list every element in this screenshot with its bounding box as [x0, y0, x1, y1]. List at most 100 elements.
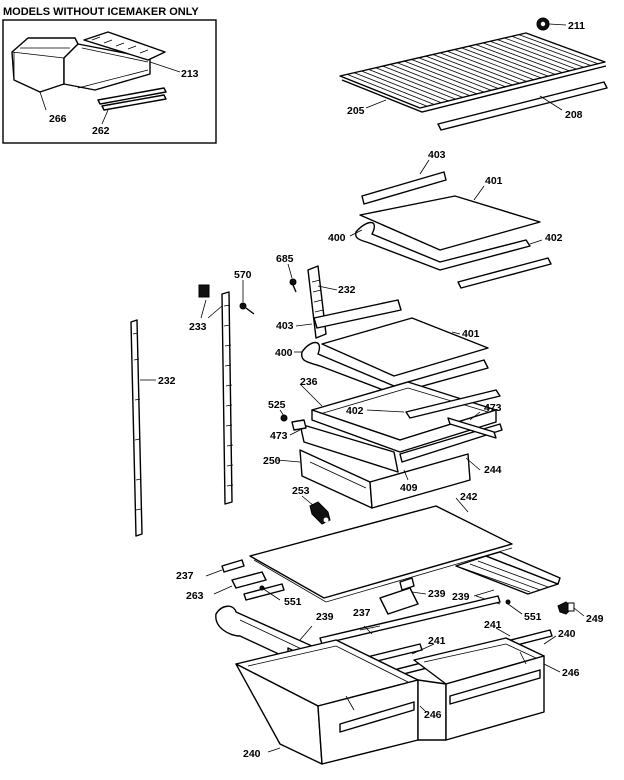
- label-208: 208: [565, 109, 583, 121]
- wire-rod: [432, 54, 513, 86]
- label-266: 266: [49, 113, 67, 125]
- part-screw-570: [239, 302, 255, 315]
- part-crisper-cover-402: [405, 389, 501, 419]
- label-232-center: 232: [338, 284, 356, 296]
- label-253: 253: [292, 485, 310, 497]
- label-402-lower: 402: [346, 405, 364, 417]
- wire-rod: [397, 62, 478, 95]
- label-551-left: 551: [284, 596, 302, 608]
- label-525: 525: [268, 399, 286, 411]
- label-401-lower: 401: [462, 328, 480, 340]
- part-slides-473: [291, 417, 497, 439]
- label-240-right: 240: [558, 628, 576, 640]
- label-570: 570: [234, 269, 252, 281]
- label-409: 409: [400, 482, 418, 494]
- label-211: 211: [568, 20, 585, 32]
- wire-rod: [375, 67, 456, 100]
- part-shelf-frame-upper: [355, 171, 552, 289]
- part-right-slide-assy: [455, 551, 561, 595]
- part-clip-253: [309, 501, 331, 525]
- wire-rod: [504, 37, 584, 68]
- part-ice-tray: [83, 31, 166, 61]
- part-crisper-frame-236: [299, 381, 503, 473]
- label-239-right: 239: [452, 591, 470, 603]
- part-bumper-211: [536, 17, 550, 31]
- part-glass-shelf-242: [249, 505, 513, 603]
- part-crisper-drawer-right: [413, 637, 545, 741]
- wire-rod: [382, 65, 463, 98]
- part-rail-237-center: [319, 595, 501, 645]
- label-685: 685: [276, 253, 294, 265]
- wire-rod: [468, 45, 549, 77]
- label-241-right: 241: [484, 619, 502, 631]
- label-551-right: 551: [524, 611, 542, 623]
- label-237-left: 237: [176, 570, 194, 582]
- part-drawer-front-250: [299, 449, 471, 509]
- label-237-center: 237: [353, 607, 371, 619]
- label-246-right: 246: [562, 667, 580, 679]
- wire-rod: [404, 60, 485, 93]
- label-232-left: 232: [158, 375, 176, 387]
- wire-rod: [447, 50, 527, 82]
- part-crisper-drawer-left: [235, 639, 419, 765]
- wire-rod: [497, 39, 577, 70]
- label-241-left: 241: [428, 635, 446, 647]
- part-slide-262: [97, 87, 167, 111]
- wire-rod: [418, 57, 499, 89]
- wire-rod: [518, 34, 599, 65]
- label-250: 250: [263, 455, 281, 467]
- label-401-upper: 401: [485, 175, 503, 187]
- label-403-lower: 403: [276, 320, 294, 332]
- label-403-upper: 403: [428, 149, 446, 161]
- wire-rod: [475, 44, 556, 75]
- label-213: 213: [181, 68, 199, 80]
- label-263: 263: [186, 590, 204, 602]
- label-239-left: 239: [316, 611, 334, 623]
- part-clip-233: [198, 284, 210, 298]
- label-262: 262: [92, 125, 110, 137]
- wire-rod: [425, 55, 506, 88]
- header-title: MODELS WITHOUT ICEMAKER ONLY: [3, 6, 199, 18]
- inset-no-icemaker: [2, 19, 217, 144]
- part-center-bracket-239: [379, 577, 419, 615]
- label-400-lower: 400: [275, 347, 293, 359]
- label-400-upper: 400: [328, 232, 346, 244]
- label-473-left: 473: [270, 430, 288, 442]
- wire-rod: [461, 47, 542, 79]
- part-pin-551-right: [505, 599, 511, 605]
- wire-rod: [354, 72, 435, 105]
- wire-rod: [347, 73, 428, 107]
- part-shelf-frame-lower: [301, 299, 489, 395]
- part-screw-685: [289, 278, 297, 293]
- part-labels: 211 213 266 262 205 208 403 401 400 402 …: [49, 20, 604, 760]
- label-239-center: 239: [428, 588, 446, 600]
- part-cover-support-237-left: [221, 559, 285, 601]
- label-242: 242: [460, 491, 478, 503]
- wire-rod: [389, 64, 470, 96]
- label-249: 249: [586, 613, 604, 625]
- label-244: 244: [484, 464, 502, 476]
- label-233: 233: [189, 321, 207, 333]
- part-shelf-ladder-232-left: [130, 319, 143, 537]
- part-shelf-ladder-233: [221, 291, 234, 505]
- label-246-left: 246: [424, 709, 442, 721]
- wire-rod: [361, 70, 442, 104]
- label-240-left: 240: [243, 748, 261, 760]
- label-402-upper: 402: [545, 232, 563, 244]
- inset-frame: [2, 19, 217, 144]
- label-473-right: 473: [484, 402, 502, 414]
- part-clip-249: [557, 601, 575, 615]
- wire-rod: [440, 52, 520, 84]
- label-205: 205: [347, 105, 365, 117]
- wire-rod: [368, 69, 449, 102]
- part-screw-525: [280, 414, 288, 422]
- wire-rod: [482, 42, 563, 73]
- wire-rod: [454, 49, 534, 81]
- wire-rod: [511, 35, 591, 66]
- wire-rod: [490, 40, 570, 72]
- part-wire-shelf: [339, 32, 607, 113]
- wire-rod: [411, 59, 492, 91]
- part-shelf-rail-208: [437, 81, 608, 131]
